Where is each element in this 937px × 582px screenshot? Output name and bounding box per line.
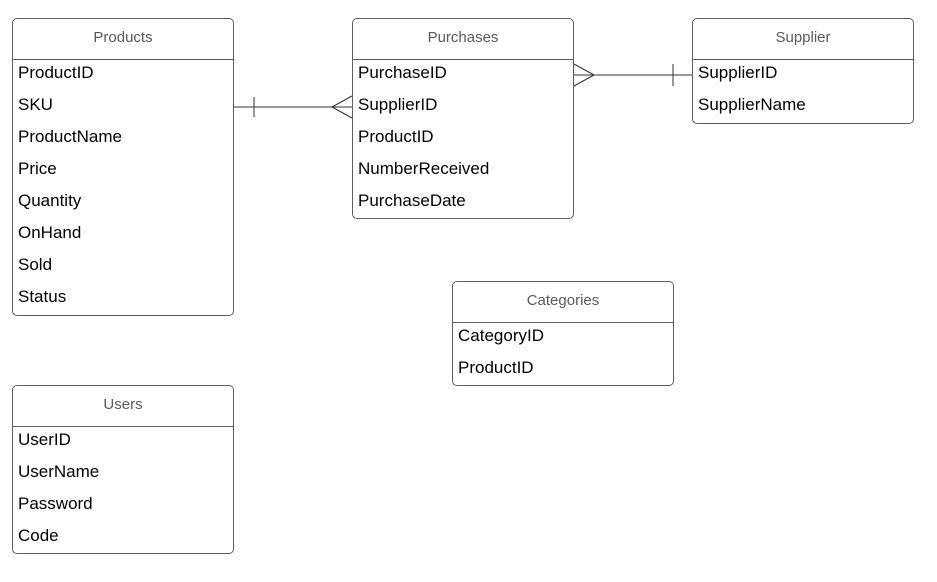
entity-users[interactable]: Users UserID UserName Password Code — [12, 385, 234, 554]
entity-title: Categories — [453, 282, 673, 323]
field-row[interactable]: ProductID — [458, 358, 534, 377]
crowfoot-upper — [331, 95, 353, 108]
field-list: CategoryID ProductID — [453, 323, 673, 387]
field-list: PurchaseID SupplierID ProductID NumberRe… — [353, 60, 573, 220]
field-row[interactable]: ProductName — [18, 127, 122, 146]
field-list: UserID UserName Password Code — [13, 427, 233, 555]
entity-purchases[interactable]: Purchases PurchaseID SupplierID ProductI… — [352, 18, 574, 219]
entity-products[interactable]: Products ProductID SKU ProductName Price… — [12, 18, 234, 316]
relationship-products-purchases[interactable] — [234, 95, 353, 119]
field-row[interactable]: UserID — [18, 430, 71, 449]
relationship-purchases-supplier[interactable] — [573, 63, 692, 87]
field-list: ProductID SKU ProductName Price Quantity… — [13, 60, 233, 316]
crowfoot-lower — [331, 106, 353, 119]
crowfoot-lower — [573, 74, 595, 87]
field-row[interactable]: OnHand — [18, 223, 82, 242]
entity-title: Supplier — [693, 19, 913, 60]
field-row[interactable]: UserName — [18, 462, 100, 481]
field-row[interactable]: ProductID — [358, 127, 434, 146]
field-row[interactable]: ProductID — [18, 63, 94, 82]
field-row[interactable]: Status — [18, 287, 67, 306]
entity-title: Purchases — [353, 19, 573, 60]
field-row[interactable]: NumberReceived — [358, 159, 490, 178]
field-row[interactable]: Quantity — [18, 191, 82, 210]
field-row[interactable]: Password — [18, 494, 93, 513]
field-row[interactable]: SKU — [18, 95, 53, 114]
entity-categories[interactable]: Categories CategoryID ProductID — [452, 281, 674, 386]
entity-title: Products — [13, 19, 233, 60]
field-row[interactable]: CategoryID — [458, 326, 544, 345]
field-row[interactable]: Code — [18, 526, 59, 545]
field-row[interactable]: SupplierName — [698, 95, 806, 114]
field-row[interactable]: PurchaseDate — [358, 191, 466, 210]
field-row[interactable]: Sold — [18, 255, 53, 274]
field-list: SupplierID SupplierName — [693, 60, 913, 124]
entity-supplier[interactable]: Supplier SupplierID SupplierName — [692, 18, 914, 124]
field-row[interactable]: SupplierID — [358, 95, 438, 114]
entity-title: Users — [13, 386, 233, 427]
crowfoot-upper — [573, 63, 595, 76]
field-row[interactable]: SupplierID — [698, 63, 778, 82]
field-row[interactable]: PurchaseID — [358, 63, 447, 82]
field-row[interactable]: Price — [18, 159, 57, 178]
